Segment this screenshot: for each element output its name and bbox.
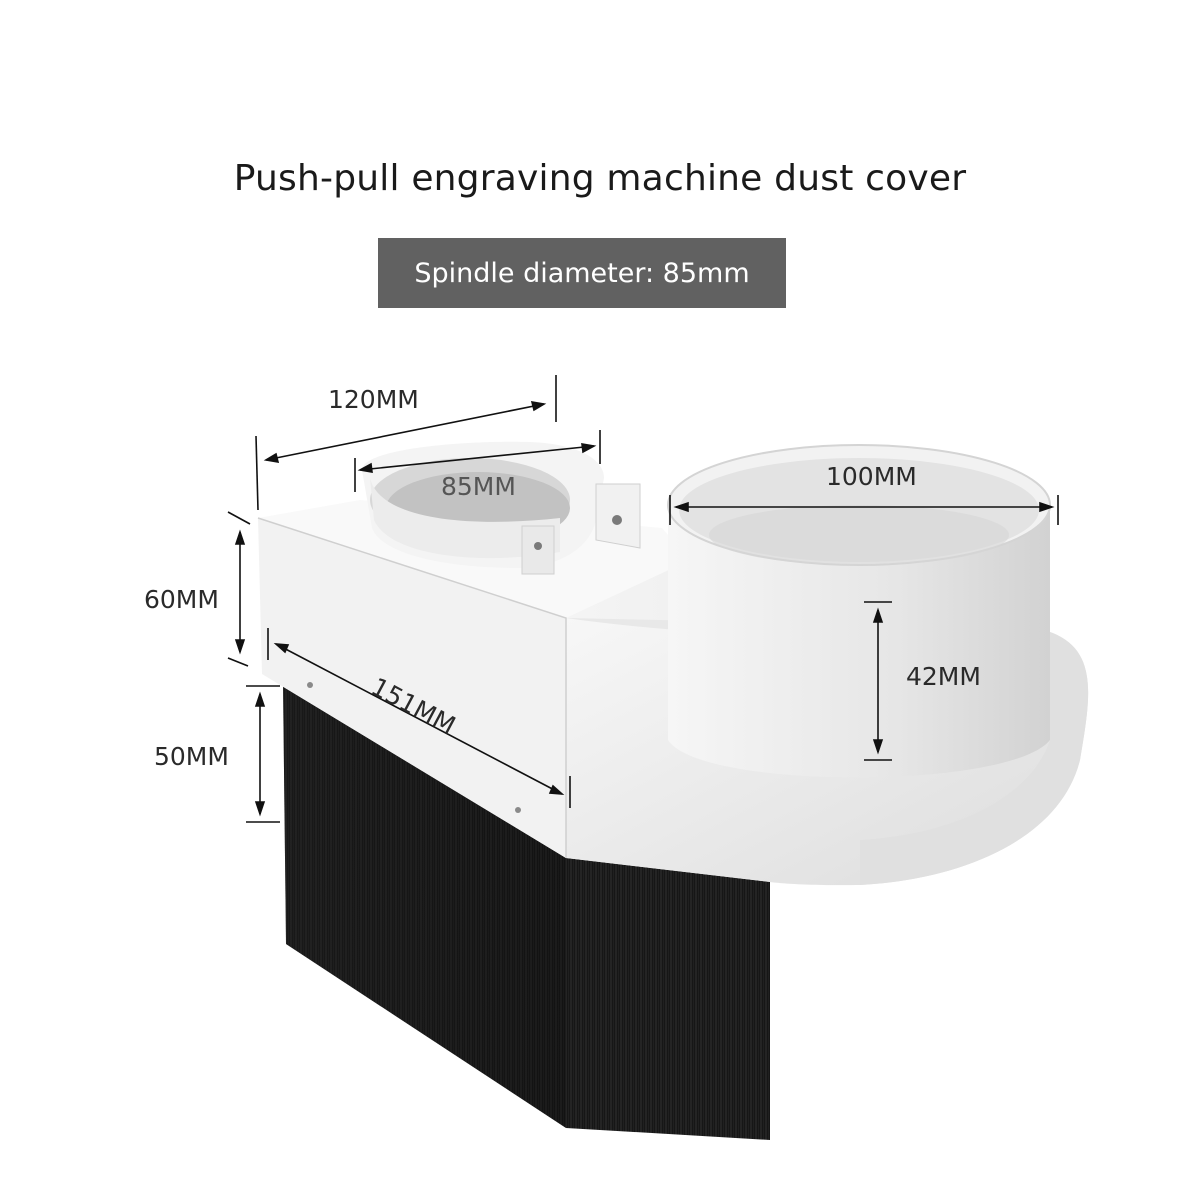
dimension-label-50mm: 50MM bbox=[154, 742, 229, 771]
spindle-diameter-badge: Spindle diameter: 85mm bbox=[378, 238, 786, 308]
dimension-label-120mm: 120MM bbox=[328, 385, 419, 414]
dimension-label-85mm: 85MM bbox=[441, 472, 516, 501]
outlet-tube bbox=[667, 444, 1051, 778]
dimension-label-60mm: 60MM bbox=[144, 585, 219, 614]
page-title: Push-pull engraving machine dust cover bbox=[233, 158, 967, 199]
spindle-clamp-ring bbox=[362, 441, 641, 575]
dimension-label-100mm: 100MM bbox=[826, 462, 917, 491]
brush-skirt bbox=[283, 684, 770, 1140]
dimension-lines bbox=[227, 375, 1059, 823]
dimension-label-42mm: 42MM bbox=[906, 662, 981, 691]
